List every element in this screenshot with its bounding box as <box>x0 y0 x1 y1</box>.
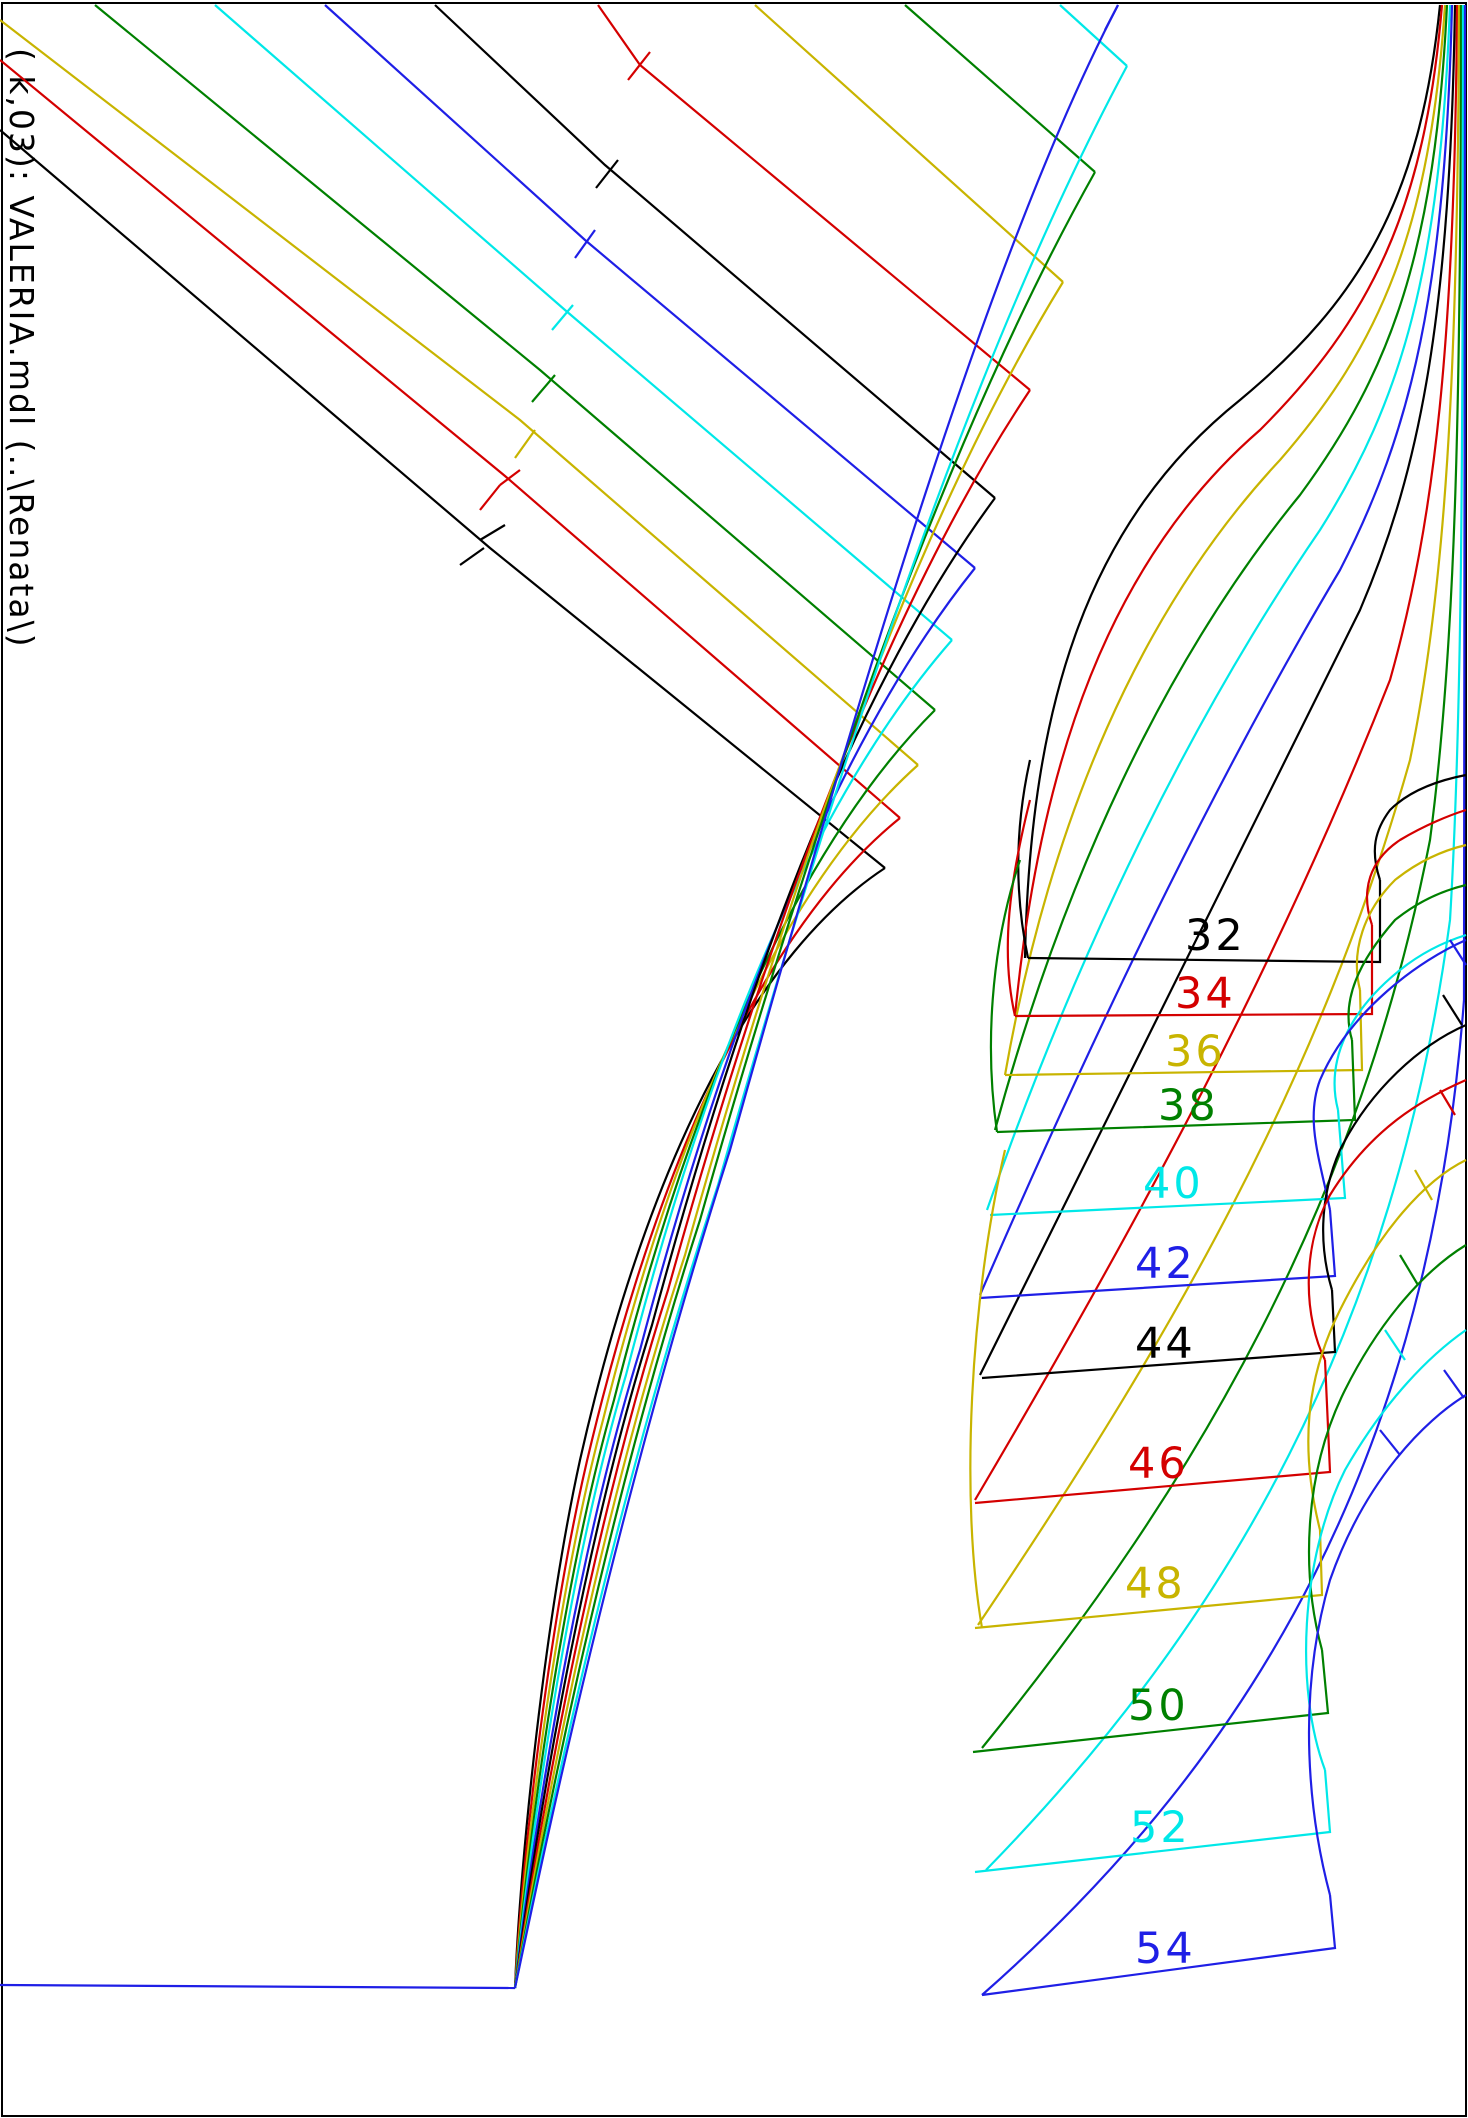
sleeve-band-46 <box>597 4 1031 391</box>
size-label-34: 34 <box>1175 969 1236 1019</box>
size-label-44: 44 <box>1135 1319 1196 1369</box>
size-label-40: 40 <box>1143 1159 1204 1209</box>
sleeve-band-44 <box>434 4 996 499</box>
sleeve-band-36 <box>0 19 919 766</box>
size-label-42: 42 <box>1135 1239 1196 1289</box>
sleeve-band-52 <box>1059 4 1128 67</box>
sleeve-band-38 <box>94 4 936 711</box>
sleeve-band-42 <box>324 4 976 569</box>
sleeve-band-48 <box>754 4 1064 283</box>
size-labels: 32 34 36 38 40 42 44 46 48 50 52 54 <box>1125 911 1246 1974</box>
size-label-32: 32 <box>1185 911 1246 961</box>
sleeve-band-32 <box>0 129 886 869</box>
sleeve-band-34 <box>0 59 901 819</box>
sleeve-cap-lines <box>0 4 1128 1990</box>
size-label-54: 54 <box>1135 1924 1196 1974</box>
sleeve-band-50 <box>904 4 1096 173</box>
size-label-50: 50 <box>1128 1681 1189 1731</box>
size-label-36: 36 <box>1165 1027 1226 1077</box>
size-label-48: 48 <box>1125 1559 1186 1609</box>
size-label-38: 38 <box>1158 1081 1219 1131</box>
size-label-46: 46 <box>1128 1439 1189 1489</box>
bodice-right-lines <box>969 4 1467 1997</box>
size-label-52: 52 <box>1130 1803 1191 1853</box>
sleeve-band-40 <box>214 4 953 641</box>
